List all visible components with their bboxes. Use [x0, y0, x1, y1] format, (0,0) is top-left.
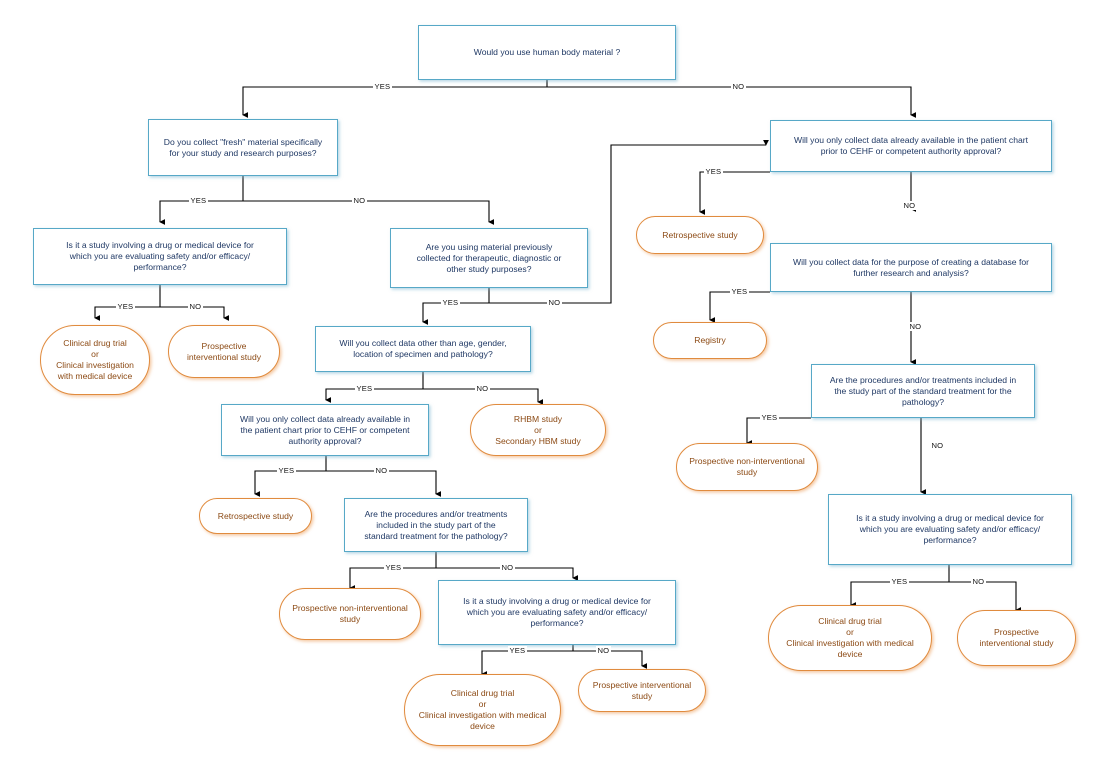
edge-n0-yes-n1 — [242, 86, 547, 118]
edge-n6-yes-n8 — [325, 388, 423, 403]
node-prospective-non-interventional-right[interactable]: Prospective non-interventional study — [676, 443, 818, 491]
node-registry[interactable]: Registry — [653, 322, 767, 359]
edge-label-no-available-right: NO — [902, 201, 917, 210]
node-clinical-drug-trial-left[interactable]: Clinical drug trial or Clinical investig… — [40, 325, 150, 395]
node-drug-or-device-left[interactable]: Is it a study involving a drug or medica… — [33, 228, 287, 285]
node-collect-data-other-than-age[interactable]: Will you collect data other than age, ge… — [315, 326, 531, 372]
edge-label-yes-device-lowerleft: YES — [508, 646, 527, 655]
edge-label-yes-other-data: YES — [355, 384, 374, 393]
edge-label-no-device-left: NO — [188, 302, 203, 311]
node-only-available-data-right[interactable]: Will you only collect data already avail… — [770, 120, 1052, 172]
node-rhbm-secondary-hbm-study[interactable]: RHBM study or Secondary HBM study — [470, 404, 606, 456]
node-procedures-standard-treatment-left[interactable]: Are the procedures and/or treatments inc… — [344, 498, 528, 552]
edge-label-yes-root: YES — [373, 82, 392, 91]
edge-n12-yes-n13 — [481, 650, 573, 677]
edge-label-no-device-lowerleft: NO — [596, 646, 611, 655]
edge-label-no-available-left: NO — [374, 466, 389, 475]
edge-label-yes-database: YES — [730, 287, 749, 296]
edge-n21-no-n23 — [949, 581, 1022, 613]
node-prospective-interventional-right[interactable]: Prospective interventional study — [957, 610, 1076, 666]
edge-label-no-previously: NO — [547, 298, 562, 307]
node-prospective-interventional-lower-left[interactable]: Prospective interventional study — [578, 669, 706, 712]
edge-label-no-device-right: NO — [971, 577, 986, 586]
edge-label-yes-previously: YES — [441, 298, 460, 307]
node-material-previously-collected[interactable]: Are you using material previously collec… — [390, 228, 588, 288]
edge-label-yes-procedures-left: YES — [384, 563, 403, 572]
edge-n15-yes-n16 — [699, 171, 770, 215]
node-only-available-data-left[interactable]: Will you only collect data already avail… — [221, 404, 429, 456]
node-retrospective-study-right[interactable]: Retrospective study — [636, 216, 764, 254]
edge-label-no-procedures-left: NO — [500, 563, 515, 572]
edge-label-yes-device-right: YES — [890, 577, 909, 586]
edge-n17-yes-n18 — [709, 291, 770, 323]
edge-label-yes-procedures-right: YES — [760, 413, 779, 422]
edge-label-no-root: NO — [731, 82, 746, 91]
node-clinical-drug-trial-lower-left[interactable]: Clinical drug trial or Clinical investig… — [404, 674, 561, 746]
node-prospective-non-interventional-left[interactable]: Prospective non-interventional study — [279, 588, 421, 640]
edge-label-yes-device-left: YES — [116, 302, 135, 311]
node-drug-or-device-lower-left[interactable]: Is it a study involving a drug or medica… — [438, 580, 676, 645]
edge-n19-yes-n20 — [746, 417, 811, 446]
edge-label-yes-fresh: YES — [189, 196, 208, 205]
edge-n0-no-n15 — [547, 86, 917, 118]
node-retrospective-study-left[interactable]: Retrospective study — [199, 498, 312, 534]
node-prospective-interventional-left[interactable]: Prospective interventional study — [168, 325, 280, 378]
node-clinical-drug-trial-right[interactable]: Clinical drug trial or Clinical investig… — [768, 605, 932, 671]
edge-label-yes-available-right: YES — [704, 167, 723, 176]
edge-label-no-other-data: NO — [475, 384, 490, 393]
edge-label-no-fresh: NO — [352, 196, 367, 205]
node-would-you-use-human-body-material[interactable]: Would you use human body material ? — [418, 25, 676, 80]
node-procedures-standard-treatment-right[interactable]: Are the procedures and/or treatments inc… — [811, 364, 1035, 418]
edge-label-no-database: NO — [908, 322, 923, 331]
node-drug-or-device-right[interactable]: Is it a study involving a drug or medica… — [828, 494, 1072, 565]
edge-label-no-procedures-right: NO — [930, 441, 945, 450]
edge-label-yes-available-left: YES — [277, 466, 296, 475]
node-database-further-research[interactable]: Will you collect data for the purpose of… — [770, 243, 1052, 292]
node-do-you-collect-fresh-material[interactable]: Do you collect "fresh" material specific… — [148, 119, 338, 176]
